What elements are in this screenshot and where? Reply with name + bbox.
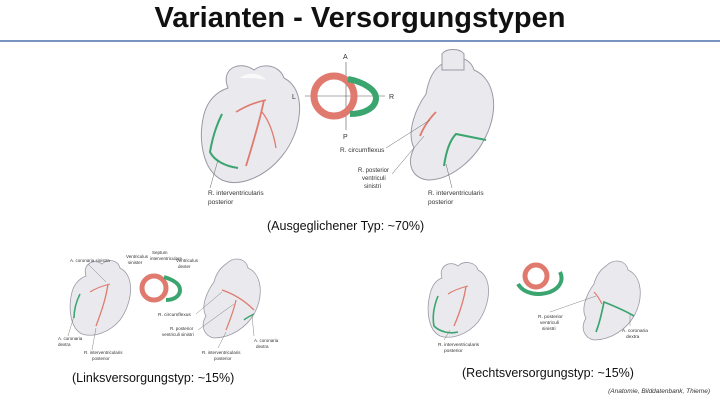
right-section-rv-ring — [516, 271, 564, 296]
right-anterior-heart-outline — [427, 262, 489, 338]
top-anterior-right-coronary — [208, 113, 239, 169]
top-anterior-lad — [245, 99, 265, 167]
orientation-label-r: R — [389, 94, 394, 101]
right-anterior-left-coronary — [447, 285, 469, 295]
orientation-label-p: P — [343, 134, 348, 141]
left-leader-posterior — [197, 303, 235, 331]
left-label-coronaria-dextra-line1: A. coronaria — [58, 336, 83, 341]
top-posterior-right-coronary — [443, 132, 487, 167]
left-figure: A. coronaria sinistra A. coronaria dextr… — [58, 250, 279, 361]
label-interventricularis-left-line1: R. interventricularis — [208, 190, 264, 197]
right-ventricle-ring — [347, 76, 380, 117]
right-posterior-heart — [582, 260, 641, 341]
left-leader-circumflexus — [195, 291, 223, 315]
right-posterior-right-coronary — [595, 300, 635, 333]
orientation-label-a: A — [343, 54, 348, 61]
left-label-ventriculus-sinister-line2: sinister — [128, 260, 143, 265]
title-divider — [0, 40, 720, 42]
leader-interventricularis-left — [209, 159, 219, 189]
right-label-coronaria-dextra-line2: dextra — [626, 334, 640, 340]
top-anterior-left-coronary — [235, 99, 267, 113]
left-leader-coronaria-dextra — [67, 315, 75, 337]
caption-linksversorgungstyp: (Linksversorgungstyp: ~15%) — [72, 371, 235, 385]
right-anterior-right-coronary — [432, 295, 459, 334]
right-figure: R. interventricularis posterior R. poste… — [427, 260, 648, 354]
top-anterior-heart-shading — [240, 73, 266, 80]
left-section-rv-ring — [163, 275, 183, 302]
left-posterior-right-coronary — [243, 313, 255, 321]
left-anterior-left-coronary — [89, 283, 111, 293]
right-leader-posterior — [549, 295, 597, 313]
left-label-ventriculus-sinister-line1: Ventriculus — [126, 254, 149, 259]
label-posterior-ventriculi-line2: ventriculi — [362, 176, 386, 182]
top-figure: A P L R R. circumflexus R. posterior ven… — [201, 49, 495, 206]
top-anterior-lad-branch — [261, 111, 277, 149]
label-interventricularis-right-line1: R. interventricularis — [428, 190, 484, 197]
left-label-interventricularis-line1: R. interventricularis — [84, 350, 123, 355]
label-circumflexus: R. circumflexus — [340, 147, 385, 154]
top-anterior-heart — [201, 65, 301, 184]
left-posterior-circumflex — [221, 289, 255, 311]
right-posterior-heart-outline — [582, 260, 641, 341]
left-label-posterior-line2: ventriculi sinistri — [162, 332, 194, 337]
left-cross-section — [139, 273, 183, 303]
left-label-coronaria-dextra-r-line1: A. coronaria — [254, 338, 279, 343]
left-label-septum-line2: interventriculare — [150, 256, 183, 261]
left-leader-coronaria-dextra-r — [251, 315, 255, 337]
left-leader-interventricularis — [91, 327, 97, 351]
left-anterior-lad — [95, 283, 109, 327]
page-title: Varianten - Versorgungstypen — [154, 2, 566, 34]
left-posterior-heart — [202, 258, 261, 339]
leader-posterior-ventriculi — [391, 135, 425, 175]
left-label-ventriculus-dexter-line2: dexter — [178, 264, 191, 269]
left-label-circumflexus: R. circumflexus — [158, 312, 191, 318]
leader-circumflexus — [385, 119, 431, 149]
left-section-lv-ring — [139, 273, 169, 303]
right-label-posterior-line3: sinistri — [542, 326, 556, 332]
caption-ausgeglichener-typ: (Ausgeglichener Typ: ~70%) — [267, 219, 425, 233]
left-label-interventricularis-r-line2: posterior — [214, 356, 232, 361]
left-label-coronaria-sinistra: A. coronaria sinistra — [70, 258, 110, 263]
label-interventricularis-right-line2: posterior — [428, 199, 454, 206]
left-anterior-heart — [69, 260, 131, 336]
left-posterior-interventricular — [225, 299, 237, 331]
top-posterior-circumflex — [419, 111, 437, 137]
left-posterior-heart-outline — [202, 258, 261, 339]
left-label-interventricularis-line2: posterior — [92, 356, 110, 361]
orientation-label-l: L — [292, 94, 296, 101]
label-posterior-ventriculi-line3: sinistri — [364, 184, 381, 190]
right-posterior-circumflex — [593, 291, 603, 305]
right-label-posterior-line1: R. posterior — [538, 314, 563, 320]
label-interventricularis-left-line2: posterior — [208, 199, 234, 206]
left-leader-interventricularis-r — [217, 331, 227, 349]
right-label-posterior-line2: ventriculi — [540, 320, 559, 326]
right-cross-section — [516, 262, 564, 296]
right-label-coronaria-dextra-line1: A. coronaria — [622, 328, 648, 334]
right-anterior-lad — [453, 285, 467, 327]
right-label-interventricularis-line1: R. interventricularis — [438, 342, 480, 348]
right-section-lv-ring — [522, 262, 550, 290]
top-posterior-heart — [410, 49, 495, 181]
left-label-interventricularis-r-line1: R. interventricularis — [202, 350, 241, 355]
left-label-coronaria-dextra-r-line2: dextra — [256, 344, 269, 349]
left-label-posterior-line1: R. posterior — [170, 326, 194, 331]
left-anterior-heart-outline — [69, 260, 131, 336]
left-label-ventriculus-dexter-line1: Ventriculus — [176, 258, 199, 263]
left-leader-coronaria-sinistra — [87, 263, 107, 283]
left-label-coronaria-dextra-line2: dextra — [58, 342, 71, 347]
leader-interventricularis-right — [445, 163, 453, 189]
top-anterior-heart-outline — [201, 65, 301, 184]
image-credit: (Anatomie, Bilddatenbank, Thieme) — [608, 388, 710, 395]
right-label-interventricularis-line2: posterior — [444, 348, 463, 354]
top-cross-section: A P L R — [292, 54, 394, 141]
caption-rechtsversorgungstyp: (Rechtsversorgungstyp: ~15%) — [462, 366, 634, 380]
left-ventricle-ring — [310, 72, 358, 120]
right-leader-interventricularis — [443, 329, 451, 341]
top-posterior-great-vessels — [441, 49, 465, 71]
left-anterior-right-coronary — [73, 293, 81, 319]
left-label-septum-line1: Septum — [152, 250, 168, 255]
label-posterior-ventriculi-line1: R. posterior — [358, 168, 389, 174]
top-posterior-heart-outline — [410, 57, 495, 181]
right-anterior-heart — [427, 262, 489, 338]
